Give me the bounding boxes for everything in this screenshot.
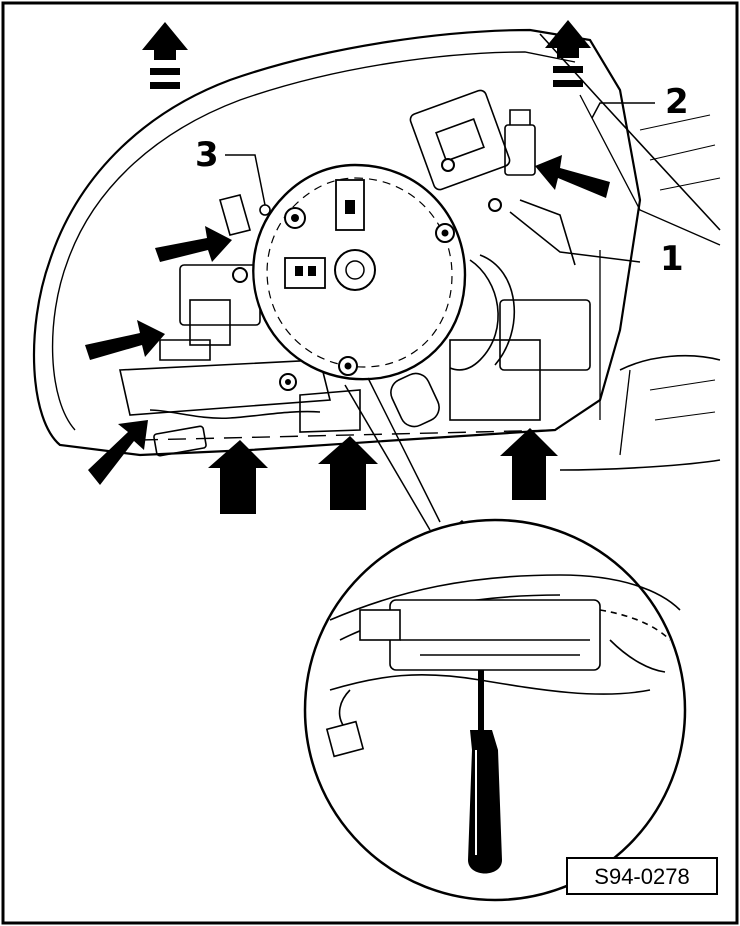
arrow-pointer-right-upper xyxy=(535,155,610,198)
mechanism-internals xyxy=(119,89,591,457)
callout-2: 2 xyxy=(665,82,689,122)
arrow-pointer-bottom-1 xyxy=(208,440,268,514)
motor-plate xyxy=(232,158,502,391)
detail-magnifier xyxy=(303,518,687,902)
screwdriver xyxy=(468,670,502,874)
arrow-set xyxy=(85,20,610,575)
arrow-pointer-left-upper xyxy=(155,226,232,262)
arrow-pointer-left-middle xyxy=(85,320,165,360)
reference-code-box: S94-0278 xyxy=(566,857,718,895)
arrow-pointer-bottom-2 xyxy=(318,436,378,510)
arrow-pointer-bottom-3 xyxy=(500,428,558,500)
up-arrow-top-right xyxy=(545,20,591,87)
callout-1: 1 xyxy=(660,239,684,279)
arrow-pointer-bottom-left xyxy=(88,420,148,485)
callout-leaders xyxy=(225,102,655,531)
reference-code: S94-0278 xyxy=(594,864,689,889)
up-arrow-top-left xyxy=(142,22,188,89)
callout-3: 3 xyxy=(195,135,219,175)
mirror-housing xyxy=(32,28,721,471)
